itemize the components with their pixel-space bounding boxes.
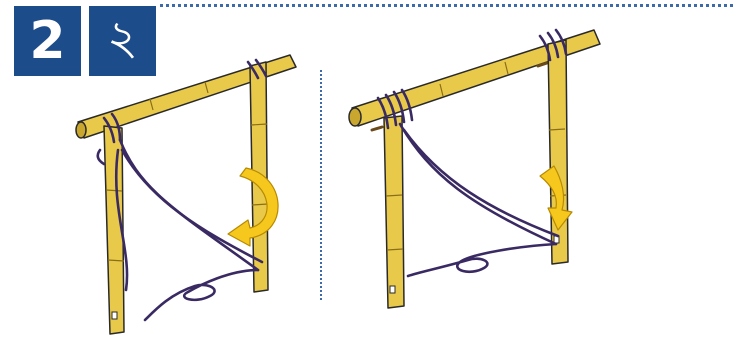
step-number-alt-badge: ২ — [89, 6, 156, 76]
bamboo-frame-lashing-start-icon — [75, 54, 297, 335]
step-number-badge: 2 — [14, 6, 81, 76]
curved-arrow-icon — [227, 167, 279, 247]
left-vertical-bamboo-pole — [383, 115, 405, 309]
rope-wraps — [376, 28, 568, 130]
rope-strand — [114, 138, 264, 322]
horizontal-bamboo-pole — [75, 54, 297, 139]
rope-strand — [398, 122, 560, 278]
curved-arrow-icon — [539, 165, 573, 231]
bamboo-frame-lashing-wrapped-icon — [348, 28, 601, 309]
top-divider-line — [160, 4, 733, 7]
panel-divider-line — [320, 70, 322, 300]
rope-wraps — [96, 58, 268, 166]
left-vertical-bamboo-pole — [103, 125, 125, 335]
